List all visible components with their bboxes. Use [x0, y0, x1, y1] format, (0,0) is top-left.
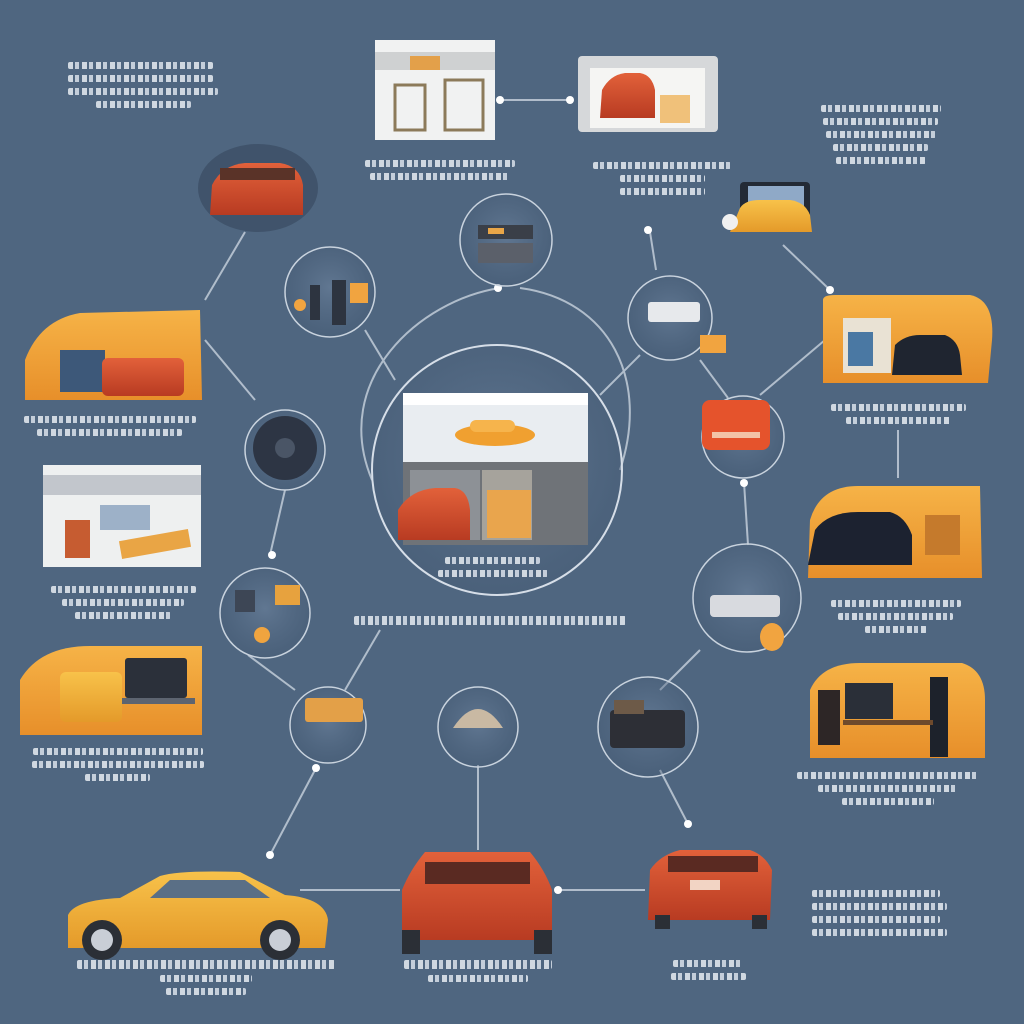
node-orange-badge[interactable]: [701, 395, 785, 479]
battery-icon: [702, 400, 770, 450]
connector-hub-left-arc: [360, 287, 501, 481]
red-car-front-icon: [600, 73, 655, 118]
connector-parts: [364, 329, 396, 381]
node-workstation[interactable]: [810, 663, 985, 758]
technician-icon: [845, 683, 893, 719]
connector-left-2: [204, 339, 256, 401]
laptop-icon: [125, 658, 187, 698]
connector-hub-right-arc: [519, 287, 631, 471]
caption-block-top-center: [360, 160, 520, 180]
connector-left-3: [269, 489, 286, 556]
node-workshop-top[interactable]: [375, 40, 495, 140]
node-cake[interactable]: [289, 686, 367, 764]
node-red-car-topleft[interactable]: [198, 144, 318, 232]
node-laptop-car[interactable]: [20, 646, 202, 735]
caption-block-right-2: [828, 600, 963, 633]
caption-block-top-right-center: [592, 162, 732, 195]
caption-block-right-1: [828, 404, 968, 424]
node-dot: [554, 886, 562, 894]
dome-icon: [453, 709, 503, 728]
connector-right-1: [782, 244, 831, 291]
caption-block-left-3: [30, 748, 205, 781]
node-dot: [268, 551, 276, 559]
node-dot: [312, 764, 320, 772]
node-red-car-rear-small[interactable]: [648, 850, 772, 929]
node-tools[interactable]: [219, 567, 311, 659]
parcel-icon: [305, 698, 363, 722]
connector-lines: [204, 99, 899, 891]
node-dot: [566, 96, 574, 104]
node-dashboard[interactable]: [459, 193, 553, 287]
truck-icon: [60, 350, 105, 392]
caption-block-left-1: [22, 416, 197, 436]
node-office-desk[interactable]: [627, 275, 726, 361]
node-mechanic-room[interactable]: [43, 465, 201, 567]
taxi-icon: [730, 200, 812, 232]
node-parts-circle[interactable]: [284, 246, 376, 338]
node-dot: [740, 479, 748, 487]
node-truck-left[interactable]: [25, 310, 202, 400]
connector-top-right: [649, 231, 657, 271]
hub-showroom[interactable]: [371, 344, 623, 596]
node-fan[interactable]: [244, 409, 326, 491]
caption-block-top-left: [68, 62, 218, 108]
caption-block-top-right: [818, 105, 943, 164]
yellow-sedan-icon: [68, 871, 328, 948]
node-red-sedan-rear[interactable]: [402, 852, 552, 954]
node-black-suv[interactable]: [808, 486, 982, 578]
node-yellow-car[interactable]: [68, 871, 328, 961]
caption-block-bottom-right: [812, 890, 952, 936]
tools-icon: [235, 585, 300, 643]
node-dot: [496, 96, 504, 104]
connector-badge-down: [743, 481, 749, 546]
connector-left-4: [247, 654, 296, 691]
caption-block-hub: [435, 557, 550, 577]
node-dot: [644, 226, 652, 234]
connector-lower-mid: [344, 629, 381, 691]
connector-left-1: [204, 231, 246, 301]
node-dot: [684, 820, 692, 828]
caption-block-center-wide: [352, 616, 627, 625]
node-yellow-taxi[interactable]: [722, 182, 812, 232]
dashboard-icon: [478, 225, 533, 263]
caption-block-left-2: [48, 586, 198, 619]
node-dome[interactable]: [437, 686, 519, 768]
node-dot: [826, 286, 834, 294]
node-console[interactable]: [597, 676, 699, 778]
scanner-icon: [710, 595, 780, 617]
suv-icon: [808, 512, 912, 565]
engine-parts-icon: [294, 280, 368, 325]
connector-lower-right-down: [659, 769, 689, 825]
connector-badge: [699, 359, 729, 399]
desk-monitor-icon: [648, 302, 726, 353]
node-red-car-top[interactable]: [578, 56, 718, 132]
connector-lower-left-down: [269, 769, 316, 856]
node-dealer-right[interactable]: [823, 295, 993, 383]
caption-block-right-3: [795, 772, 980, 805]
mechanic-icon: [65, 520, 90, 558]
caption-block-bottom-center: [400, 960, 555, 982]
connector-dashboard: [599, 354, 641, 396]
console-icon: [610, 710, 685, 748]
caption-block-bottom-left: [75, 960, 337, 995]
node-dot: [266, 851, 274, 859]
caption-block-bottom-right-center: [668, 960, 748, 980]
node-printer[interactable]: [692, 543, 802, 653]
connector-right-2: [759, 339, 826, 396]
